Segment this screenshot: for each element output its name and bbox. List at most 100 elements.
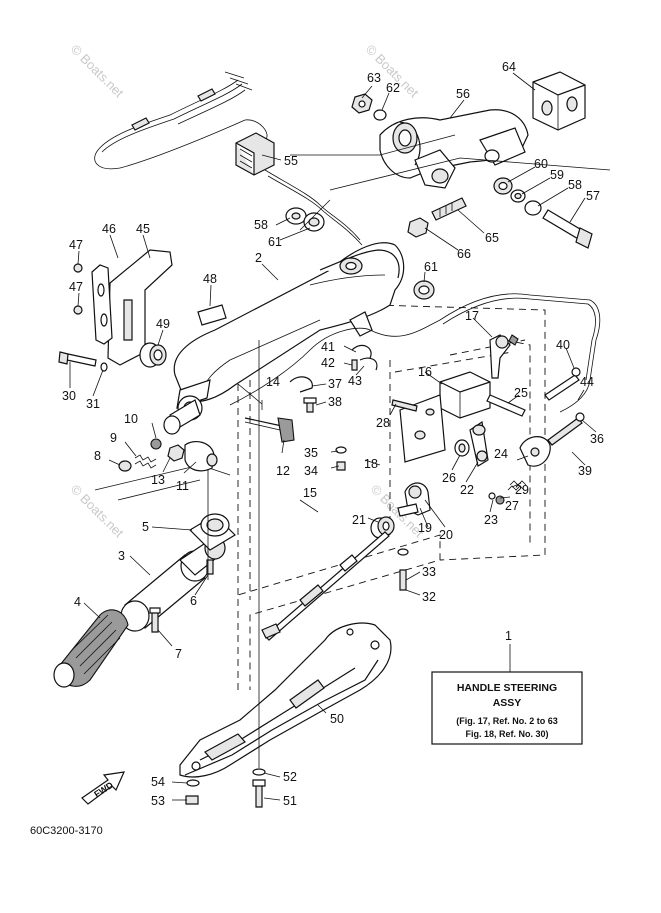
throttle-grip-4	[53, 609, 129, 688]
callout-23: 23	[484, 513, 498, 527]
callout-9: 9	[110, 431, 117, 445]
screw-7	[149, 607, 161, 633]
bolt-65	[407, 197, 467, 238]
callout-46: 46	[102, 222, 116, 236]
callout-56: 56	[456, 87, 470, 101]
throttle-cable	[94, 71, 268, 170]
bracket-64	[532, 71, 586, 131]
callout-10: 10	[124, 412, 138, 426]
callout-24: 24	[494, 447, 508, 461]
label-48	[197, 304, 227, 326]
callout-60: 60	[534, 157, 548, 171]
callout-35: 35	[304, 446, 318, 460]
callout-6: 6	[190, 594, 197, 608]
callout-32: 32	[422, 590, 436, 604]
callout-53: 53	[151, 794, 165, 808]
callout-leaders	[69, 72, 597, 801]
callout-61a: 61	[268, 235, 282, 249]
callout-63: 63	[367, 71, 381, 85]
plate-46	[91, 264, 113, 345]
callout-55: 55	[284, 154, 298, 168]
callout-39: 39	[578, 464, 592, 478]
nut-63	[351, 93, 387, 121]
callout-5: 5	[142, 520, 149, 534]
callout-64: 64	[502, 60, 516, 74]
callout-42: 42	[321, 356, 335, 370]
bracket-45	[107, 249, 173, 366]
callout-7: 7	[175, 647, 182, 661]
watermark: © Boats.net	[68, 42, 127, 101]
callout-52: 52	[283, 770, 297, 784]
screw-30	[58, 351, 108, 372]
callout-27: 27	[505, 499, 519, 513]
callout-58b: 58	[254, 218, 268, 232]
callout-61b: 61	[424, 260, 438, 274]
cam-24	[519, 436, 551, 467]
callout-58a: 58	[568, 178, 582, 192]
screw-12	[244, 417, 295, 443]
callout-19: 19	[418, 521, 432, 535]
lever-19-20	[397, 482, 431, 517]
callout-54: 54	[151, 775, 165, 789]
callout-43: 43	[348, 374, 362, 388]
bolt-57	[493, 177, 593, 249]
screw-6	[206, 559, 214, 575]
callout-47a: 47	[69, 238, 83, 252]
callout-28: 28	[376, 416, 390, 430]
screw-42	[351, 359, 358, 371]
callout-21: 21	[352, 513, 366, 527]
cable-36-44	[544, 367, 585, 446]
callout-30: 30	[62, 389, 76, 403]
callout-38: 38	[328, 395, 342, 409]
callout-25: 25	[514, 386, 528, 400]
ball-10	[150, 438, 162, 450]
pin-27-23	[488, 492, 505, 505]
callout-18: 18	[364, 457, 378, 471]
collar-5	[189, 513, 236, 551]
callout-48: 48	[203, 272, 217, 286]
callout-15: 15	[303, 486, 317, 500]
callout-16: 16	[418, 365, 432, 379]
bushing-61-right	[413, 280, 435, 300]
bracket-plate-50	[179, 622, 392, 778]
callout-8: 8	[94, 449, 101, 463]
bushing-61-left	[285, 207, 325, 232]
callout-26: 26	[442, 471, 456, 485]
callout-31: 31	[86, 397, 100, 411]
tiller-handle-2	[163, 242, 405, 435]
callout-2: 2	[255, 251, 262, 265]
callout-50: 50	[330, 712, 344, 726]
callout-14: 14	[266, 375, 280, 389]
callout-45: 45	[136, 222, 150, 236]
bushing-26	[454, 439, 470, 457]
screw-28	[391, 399, 418, 412]
lever-17	[489, 334, 519, 379]
callout-62: 62	[386, 81, 400, 95]
upper-lead-lines	[290, 134, 611, 231]
fwd-arrow: FWD	[81, 771, 125, 805]
assy-title-box: HANDLE STEERING ASSY (Fig. 17, Ref. No. …	[431, 644, 583, 745]
spring-29	[507, 480, 527, 491]
callout-51: 51	[283, 794, 297, 808]
callout-57: 57	[586, 189, 600, 203]
callout-59: 59	[550, 168, 564, 182]
callout-11: 11	[176, 479, 189, 493]
callout-36: 36	[590, 432, 604, 446]
callout-44: 44	[580, 375, 594, 389]
callout-37: 37	[328, 377, 342, 391]
callout-1: 1	[505, 629, 512, 643]
callout-4: 4	[74, 595, 81, 609]
watermark: © Boats.net	[68, 482, 127, 541]
steering-bracket-56	[379, 109, 529, 189]
main-switch-55	[235, 132, 363, 246]
callout-40: 40	[556, 338, 570, 352]
callout-49: 49	[156, 317, 170, 331]
lever-22	[469, 420, 489, 467]
callout-20: 20	[439, 528, 453, 542]
screw-38	[303, 397, 317, 413]
shift-rod-15	[261, 531, 390, 641]
diagram-code: 60C3200-3170	[30, 825, 103, 837]
callout-3: 3	[118, 549, 125, 563]
clip-37-41	[289, 344, 378, 393]
spring-9	[134, 454, 157, 469]
